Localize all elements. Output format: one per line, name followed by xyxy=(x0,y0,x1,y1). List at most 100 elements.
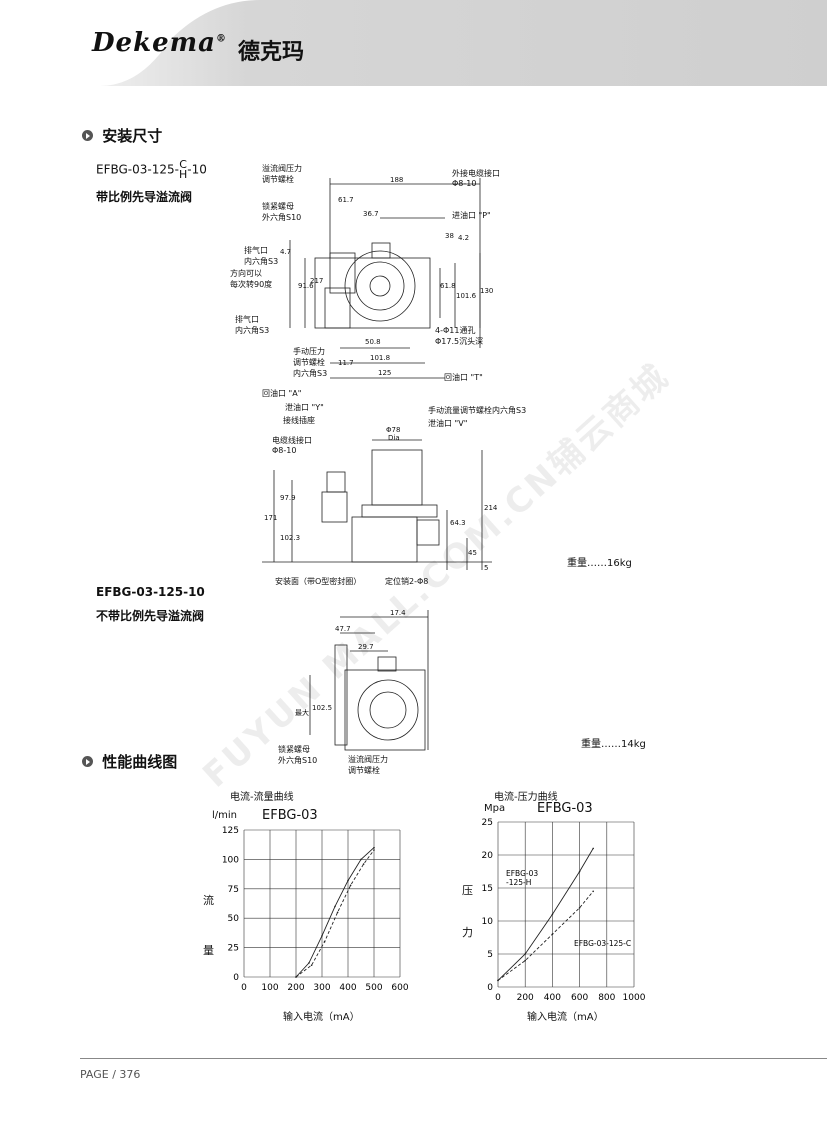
y-tick-label: 15 xyxy=(482,884,493,894)
data-point xyxy=(334,905,336,908)
chart2-caption: 电流-压力曲线 xyxy=(494,792,558,803)
label-drain-y: 泄油口 "Y" xyxy=(285,403,324,412)
data-point xyxy=(373,849,375,851)
label-return-t: 回油口 "T" xyxy=(444,373,483,382)
y-tick-label: 25 xyxy=(482,818,493,828)
data-point xyxy=(347,879,349,882)
x-tick-label: 100 xyxy=(261,983,278,993)
label-vent-2: 排气口 内六角S3 xyxy=(235,315,270,335)
weight-2: 重量……14kg xyxy=(581,739,646,750)
chart1-yunit: l/min xyxy=(212,810,238,821)
series-label: -125-H xyxy=(506,878,531,887)
drawing-top-view: 188 61.7 36.7 38 4.2 4.7 91.6 217 61.8 1… xyxy=(280,176,493,379)
x-tick-label: 0 xyxy=(495,993,501,1002)
label-relief-adj-2: 溢流阀压力 调节螺栓 xyxy=(348,755,388,775)
dim-29-7: 29.7 xyxy=(358,643,374,651)
bullet-icon xyxy=(82,756,93,767)
data-point xyxy=(323,940,326,943)
data-point xyxy=(592,890,594,893)
data-point xyxy=(336,911,339,914)
chart1-caption: 电流-流量曲线 xyxy=(230,792,294,803)
footer-divider xyxy=(80,1058,827,1059)
dim-101-6: 101.6 xyxy=(456,292,477,300)
label-return-a: 回油口 "A" xyxy=(262,389,302,398)
series-line-1 xyxy=(295,849,375,978)
dim-171: 171 xyxy=(264,514,277,522)
dim-64-3: 64.3 xyxy=(450,519,466,527)
label-inlet-p: 进油口 "P" xyxy=(452,211,491,220)
label-holes: 4-Φ11通孔 Φ17.5沉头深 xyxy=(435,326,484,346)
dim-4-2: 4.2 xyxy=(458,234,469,242)
model-code-2: EFBG-03-125-10 xyxy=(96,585,205,599)
section-title: 安装尺寸 xyxy=(102,127,163,145)
y-tick-label: 20 xyxy=(482,851,494,861)
dim-61-8: 61.8 xyxy=(440,282,456,290)
label-flow-adj: 手动流量调节螺栓内六角S3 xyxy=(428,406,527,415)
section-title-2: 性能曲线图 xyxy=(102,753,178,771)
weight-1: 重量……16kg xyxy=(567,558,632,569)
dim-38: 38 xyxy=(445,232,454,240)
y-tick-label: 75 xyxy=(228,885,239,895)
dim-11-7: 11.7 xyxy=(338,359,354,367)
page-number: PAGE / 376 xyxy=(80,1068,141,1081)
x-tick-label: 400 xyxy=(339,983,356,993)
dim-45: 45 xyxy=(468,549,477,557)
data-point xyxy=(551,913,554,916)
y-tick-label: 100 xyxy=(222,855,239,865)
label-manual-pressure: 手动压力 调节螺栓 内六角S3 xyxy=(293,347,328,378)
data-point xyxy=(349,884,352,887)
dim-61-7: 61.7 xyxy=(338,196,354,204)
data-point xyxy=(524,953,526,955)
x-tick-label: 200 xyxy=(517,993,534,1002)
dim-125: 125 xyxy=(378,369,391,377)
data-point xyxy=(551,933,554,935)
y-tick-label: 25 xyxy=(228,944,239,954)
header-white xyxy=(0,0,80,86)
x-tick-label: 600 xyxy=(391,983,408,993)
drawing-2: 17.4 47.7 29.7 102.5 最大 xyxy=(295,609,429,751)
series-label: EFBG-03 xyxy=(506,869,538,878)
dim-max: 最大 xyxy=(295,708,309,717)
data-point xyxy=(373,846,375,849)
dim-102-5: 102.5 xyxy=(312,704,332,712)
section-install-dimensions: 安装尺寸 xyxy=(82,125,162,146)
data-point xyxy=(578,870,581,873)
dim-phi-78: Φ78 xyxy=(386,426,400,434)
model-subtitle-2: 不带比例先导溢流阀 xyxy=(96,609,205,623)
label-cable: 电缆线接口 Φ8-10 xyxy=(272,436,312,455)
data-point xyxy=(578,907,581,909)
y-tick-label: 0 xyxy=(487,983,493,993)
dim-217: 217 xyxy=(310,277,323,285)
y-tick-label: 50 xyxy=(228,914,240,924)
data-point xyxy=(321,935,323,937)
label-socket: 接线插座 xyxy=(283,416,315,425)
label-mount: 安装面（带O型密封圈） xyxy=(275,577,362,586)
dim-214: 214 xyxy=(484,504,498,512)
brand-logo: Dekema® xyxy=(92,28,228,58)
label-relief-adj: 溢流阀压力 调节螺栓 xyxy=(262,164,302,184)
section-performance-curves: 性能曲线图 xyxy=(82,751,177,772)
header-curve xyxy=(60,0,260,86)
dim-188: 188 xyxy=(390,176,403,184)
dim-dia: Dia xyxy=(388,434,400,442)
chart2-title: EFBG-03 xyxy=(537,801,593,816)
y-tick-label: 125 xyxy=(222,826,239,836)
brand-chinese: 德克玛 xyxy=(238,40,305,65)
valve-body-2 xyxy=(344,669,426,751)
x-tick-label: 0 xyxy=(241,983,247,993)
chart1-ylabel: 流量 xyxy=(203,894,214,957)
chart1-xlabel: 输入电流（mA） xyxy=(283,1012,360,1023)
x-tick-label: 400 xyxy=(544,993,561,1002)
dim-91-6: 91.6 xyxy=(298,282,314,290)
x-tick-label: 200 xyxy=(287,983,304,993)
chart2-xlabel: 输入电流（mA） xyxy=(527,1012,604,1023)
dim-102-3: 102.3 xyxy=(280,534,300,542)
data-point xyxy=(592,847,594,850)
data-point xyxy=(524,959,526,962)
dim-101-8: 101.8 xyxy=(370,354,390,362)
dim-97-9: 97.9 xyxy=(280,494,296,502)
y-tick-label: 5 xyxy=(487,950,493,960)
dim-5: 5 xyxy=(484,564,488,572)
